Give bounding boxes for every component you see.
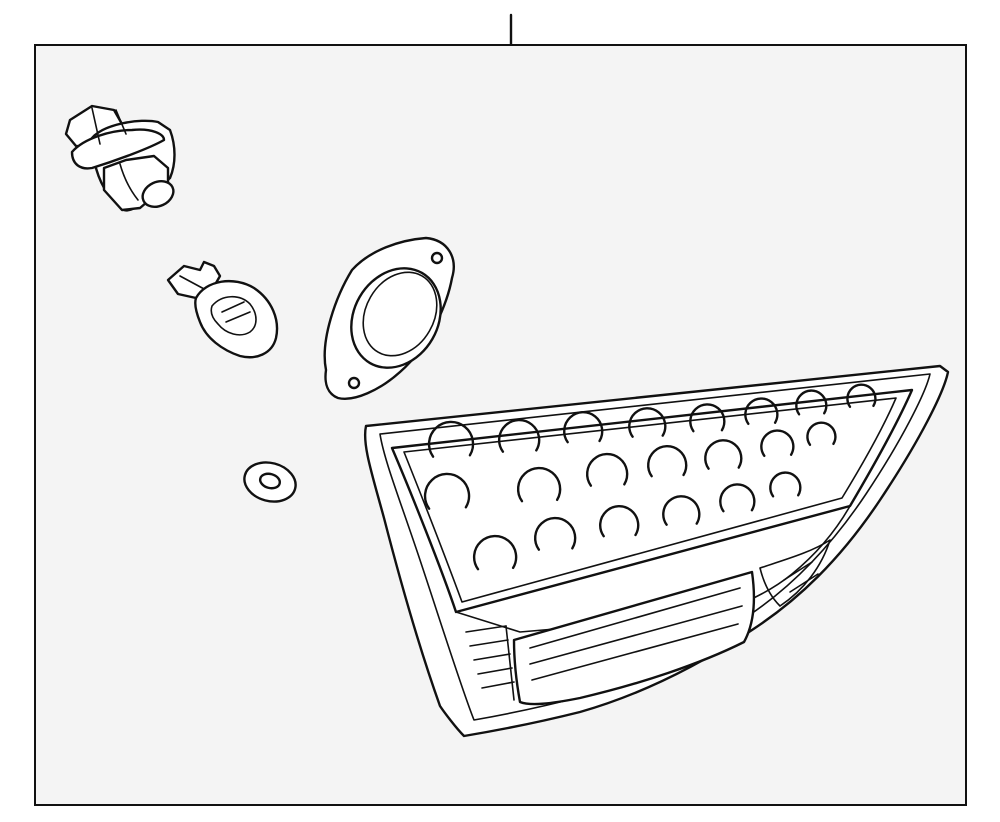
tail-lamp-assembly-part [363, 364, 950, 738]
led-cup-11 [586, 452, 629, 487]
led-cup-15 [806, 421, 837, 446]
gasket-part [323, 236, 455, 400]
led-cup-4 [628, 407, 667, 438]
led-cup-5 [689, 403, 726, 433]
led-cup-3 [563, 411, 604, 444]
led-cup-7 [795, 389, 828, 416]
led-cup-8 [846, 383, 877, 408]
led-cup-17 [534, 516, 577, 551]
led-cup-1 [427, 420, 475, 458]
led-cup-9 [423, 472, 471, 510]
led-array [423, 383, 877, 571]
wedge-bulb-part [166, 260, 279, 359]
washer-part [243, 461, 297, 503]
led-cup-6 [744, 397, 779, 425]
led-cup-14 [760, 429, 795, 457]
led-cup-13 [704, 439, 743, 470]
led-cup-2 [498, 418, 541, 453]
led-cup-21 [769, 471, 802, 498]
led-cup-12 [647, 445, 688, 478]
led-cup-16 [472, 534, 518, 571]
led-cup-10 [516, 466, 562, 503]
bulb-socket-part [64, 104, 176, 212]
led-cup-19 [662, 495, 701, 526]
led-cup-18 [599, 505, 640, 538]
led-cup-20 [719, 483, 756, 513]
